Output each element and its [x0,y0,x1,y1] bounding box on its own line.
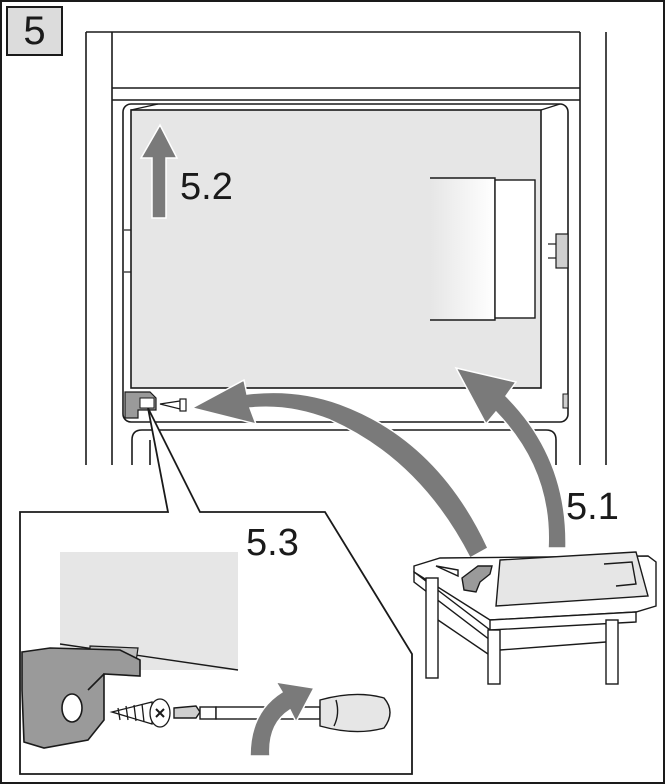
up-arrow-icon [139,123,179,219]
screw-icon [159,398,187,412]
label-5-1: 5.1 [566,486,619,528]
appliance-panel [124,103,569,409]
hinge-bracket-icon [124,391,157,419]
label-5-2: 5.2 [180,166,233,208]
curved-arrow-icon [454,366,567,549]
curved-arrow-icon [249,681,316,757]
curved-arrow-icon [189,378,489,560]
screw-icon [109,698,171,728]
hinge-bracket-icon [21,647,141,749]
step-number-badge: 5 [6,6,63,56]
work-table [413,551,657,685]
label-5-3: 5.3 [246,522,299,564]
